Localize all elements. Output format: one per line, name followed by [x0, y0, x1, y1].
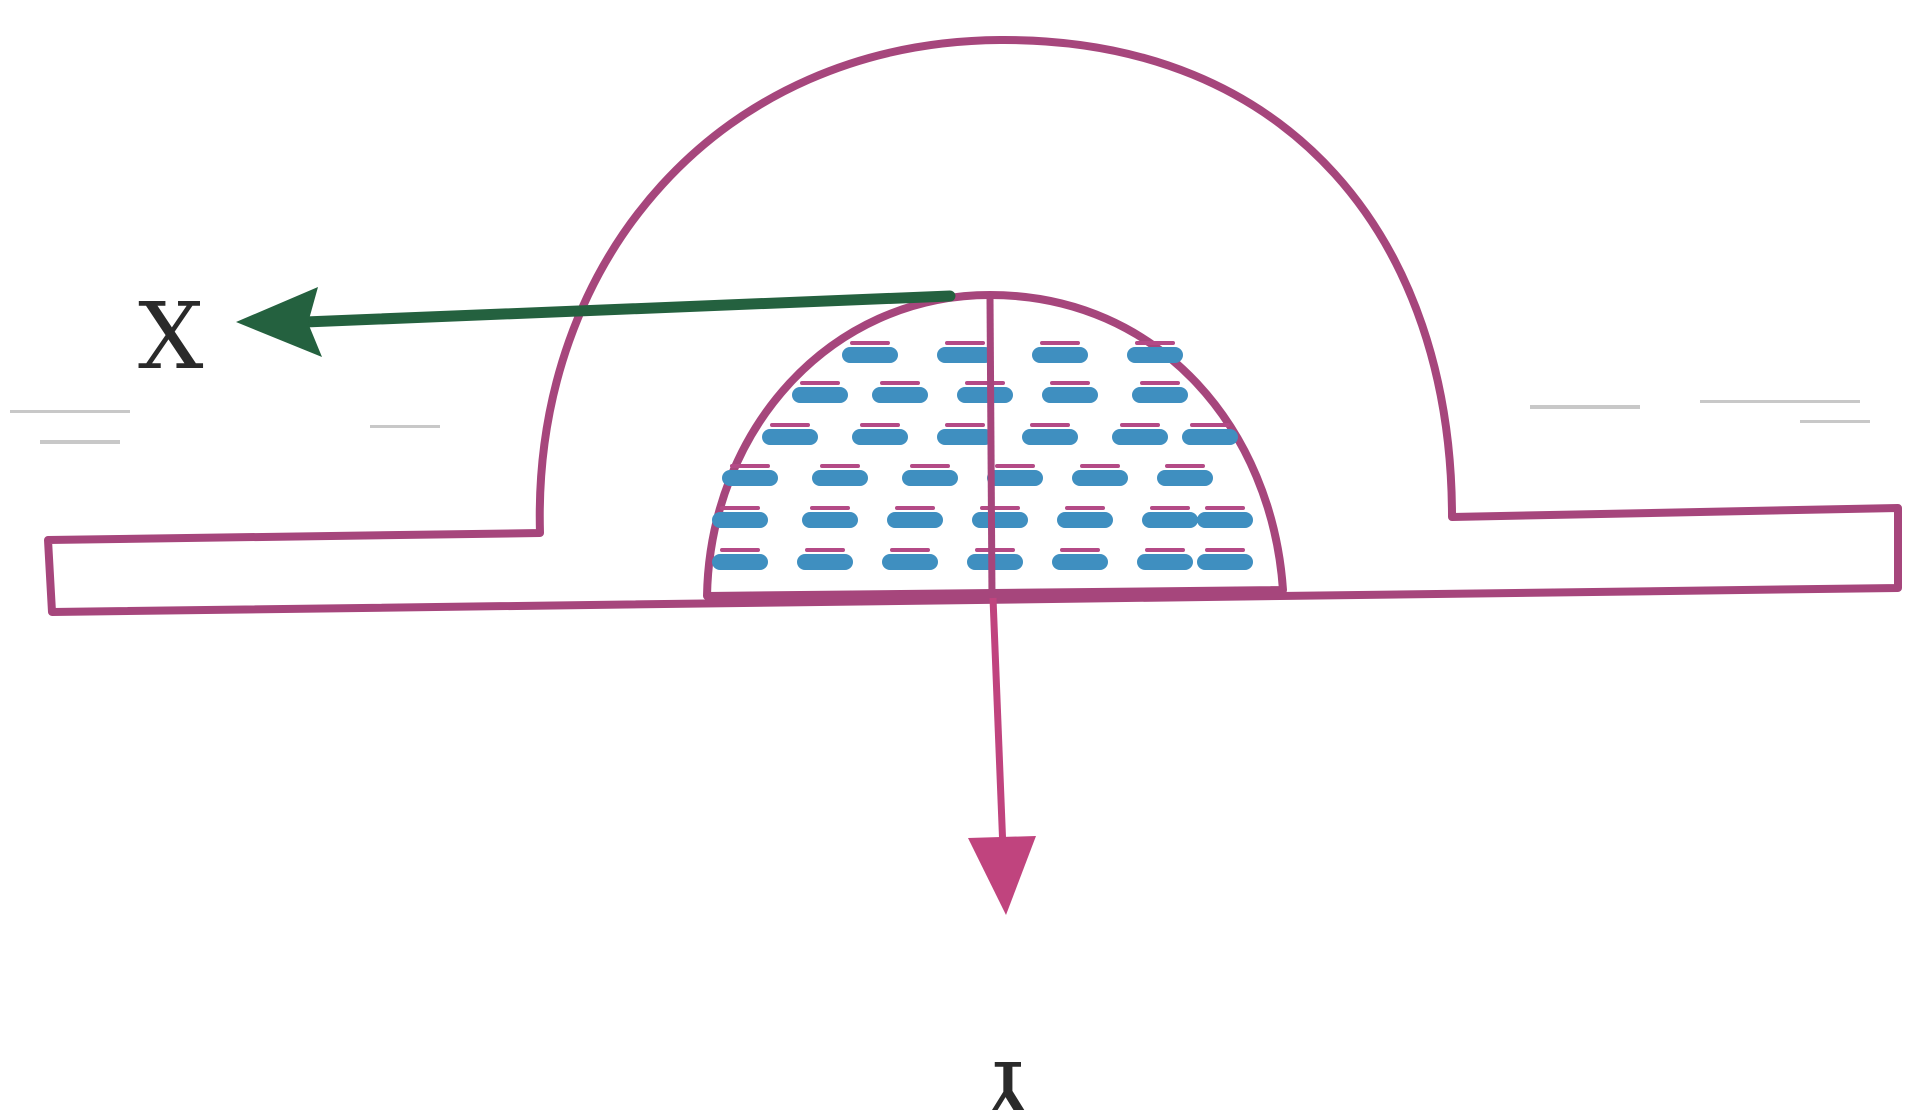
liquid-dot — [720, 506, 760, 510]
liquid-dash — [712, 554, 768, 570]
liquid-dash — [937, 347, 993, 363]
liquid-dot — [965, 381, 1005, 385]
liquid-dot — [850, 341, 890, 345]
liquid-dot — [1190, 423, 1230, 427]
ray-x-line — [299, 290, 956, 328]
background-specks — [10, 400, 1870, 444]
liquid-dash — [987, 470, 1043, 486]
liquid-dot — [770, 423, 810, 427]
liquid-dot — [945, 423, 985, 427]
liquid-dot — [730, 464, 770, 468]
glass-slab-with-dome — [44, 35, 1902, 616]
liquid-dash — [1142, 512, 1198, 528]
liquid-dash — [762, 429, 818, 445]
liquid-dash — [1072, 470, 1128, 486]
liquid-dash — [722, 470, 778, 486]
x-axis-label: X — [138, 283, 204, 390]
liquid-dash — [1137, 554, 1193, 570]
y-axis-label: Y — [976, 1040, 1040, 1110]
liquid-dot — [995, 464, 1035, 468]
liquid-dot — [860, 423, 900, 427]
liquid-dash — [957, 387, 1013, 403]
liquid-dash — [1197, 554, 1253, 570]
ray-y-arrowhead — [968, 836, 1036, 915]
liquid-dot — [890, 548, 930, 552]
liquid-dash — [802, 512, 858, 528]
liquid-dash — [1052, 554, 1108, 570]
liquid-dot — [980, 506, 1020, 510]
liquid-dash — [852, 429, 908, 445]
liquid-dot — [1065, 506, 1105, 510]
liquid-dot — [805, 548, 845, 552]
liquid-dash — [887, 512, 943, 528]
liquid-dash — [712, 512, 768, 528]
liquid-dash — [1157, 470, 1213, 486]
liquid-dot — [1060, 548, 1100, 552]
liquid-dash — [872, 387, 928, 403]
liquid-dot — [1140, 381, 1180, 385]
ray-y-line — [989, 597, 1007, 851]
liquid-dot — [720, 548, 760, 552]
liquid-dot — [1120, 423, 1160, 427]
liquid-dot — [1040, 341, 1080, 345]
liquid-dot — [1080, 464, 1120, 468]
liquid-dot — [1205, 548, 1245, 552]
liquid-dash — [937, 429, 993, 445]
liquid-dot — [800, 381, 840, 385]
liquid-dash — [1032, 347, 1088, 363]
liquid-dash — [1127, 347, 1183, 363]
liquid-dot — [1205, 506, 1245, 510]
liquid-dash — [1182, 429, 1238, 445]
liquid-dot — [895, 506, 935, 510]
liquid-dot — [945, 341, 985, 345]
liquid-dot — [880, 381, 920, 385]
liquid-dot — [1150, 506, 1190, 510]
liquid-dash — [1112, 429, 1168, 445]
liquid-dash — [1057, 512, 1113, 528]
liquid-dot — [1050, 381, 1090, 385]
liquid-dash — [1022, 429, 1078, 445]
liquid-dot — [1030, 423, 1070, 427]
liquid-pattern — [712, 341, 1253, 570]
liquid-dot — [1145, 548, 1185, 552]
normal-line — [986, 296, 996, 599]
liquid-dash — [902, 470, 958, 486]
liquid-dash — [972, 512, 1028, 528]
ray-x-arrowhead — [236, 287, 322, 357]
liquid-dash — [1042, 387, 1098, 403]
liquid-dash — [882, 554, 938, 570]
liquid-dash — [812, 470, 868, 486]
liquid-dash — [842, 347, 898, 363]
liquid-dash — [792, 387, 848, 403]
liquid-dash — [1197, 512, 1253, 528]
liquid-dot — [1135, 341, 1175, 345]
liquid-dot — [910, 464, 950, 468]
liquid-dot — [810, 506, 850, 510]
liquid-dot — [820, 464, 860, 468]
liquid-dash — [1132, 387, 1188, 403]
liquid-dash — [797, 554, 853, 570]
liquid-dot — [1165, 464, 1205, 468]
